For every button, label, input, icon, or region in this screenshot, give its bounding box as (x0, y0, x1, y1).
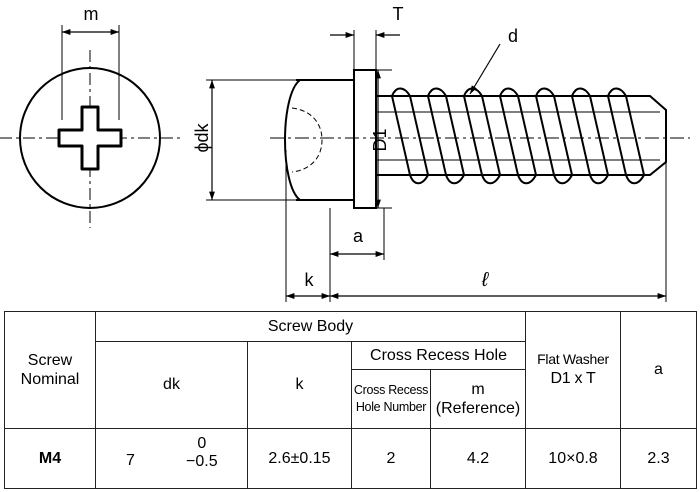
cell-dk: 7 0 −0.5 (95, 427, 248, 490)
a-label: a (353, 226, 364, 246)
side-view: ϕdk D1 T d a k ℓ (192, 4, 690, 302)
cell-dk-tolerance: 0 −0.5 (186, 434, 218, 471)
header-flat-washer: Flat Washer D1 x T (525, 311, 621, 429)
header-screw-body: Screw Body (95, 310, 526, 343)
cell-a: 2.3 (620, 427, 697, 490)
header-m-reference: m (Reference) (430, 369, 526, 429)
table-row: M4 7 0 −0.5 2.6±0.15 2 4.2 10×0.8 2.3 (4, 427, 697, 490)
D1-label: D1 (370, 128, 390, 151)
header-hole-number: Cross Recess Hole Number (351, 369, 431, 429)
pan-head (284, 79, 355, 201)
d-label: d (508, 26, 518, 46)
cell-k: 2.6±0.15 (247, 427, 352, 490)
cell-washer: 10×0.8 (525, 427, 621, 490)
dk-label: ϕdk (192, 122, 212, 152)
header-screw-nominal: Screw Nominal (4, 311, 96, 429)
cell-nominal: M4 (4, 427, 96, 490)
screw-drawing: m ϕdk D1 (0, 4, 690, 302)
cross-recess-icon (57, 105, 123, 171)
k-label: k (305, 270, 315, 290)
header-cross-recess-hole: Cross Recess Hole (351, 341, 526, 371)
top-view: m (0, 4, 180, 228)
cell-hole-number: 2 (351, 427, 431, 490)
m-label: m (84, 4, 99, 24)
header-a: a (620, 311, 697, 429)
l-label: ℓ (481, 269, 490, 291)
cell-m: 4.2 (430, 427, 526, 490)
T-label: T (393, 4, 404, 24)
cell-dk-nominal: 7 (126, 451, 135, 469)
thread (376, 87, 667, 185)
spec-table: Screw Nominal Screw Body Flat Washer D1 … (4, 310, 697, 490)
header-dk: dk (95, 341, 248, 429)
header-k: k (247, 341, 352, 429)
